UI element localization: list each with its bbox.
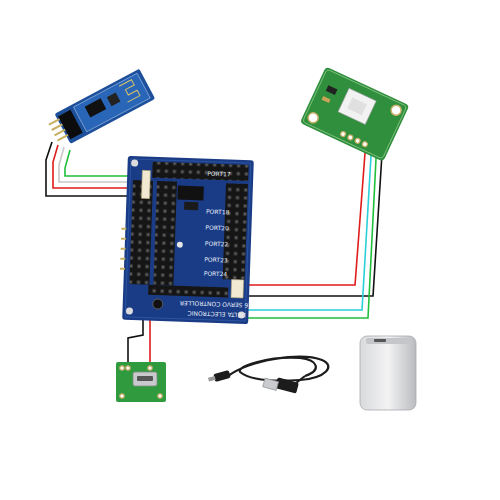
usb-cable <box>208 357 328 394</box>
servo-controller-board <box>118 156 254 324</box>
port-label: PORT18 <box>206 209 230 216</box>
bluetooth-wires <box>46 142 138 196</box>
port-label: PORT22 <box>205 241 229 248</box>
sensor-board <box>300 66 410 161</box>
board-marking: 16 SERVO CONTROLLER <box>180 300 252 309</box>
board-marking: DELTA ELECTRONIC <box>187 310 245 318</box>
controller-board-label-area: PORT17PORT18PORT20PORT22PORT23PORT24 16 S… <box>122 156 259 324</box>
port-label: PORT20 <box>205 225 229 232</box>
bluetooth-module <box>46 69 156 149</box>
port-label: PORT17 <box>207 171 231 178</box>
port-label: PORT23 <box>204 257 228 264</box>
port-label: PORT24 <box>204 271 228 278</box>
micro-usb-breakout <box>116 362 166 402</box>
power-bank <box>360 336 416 410</box>
